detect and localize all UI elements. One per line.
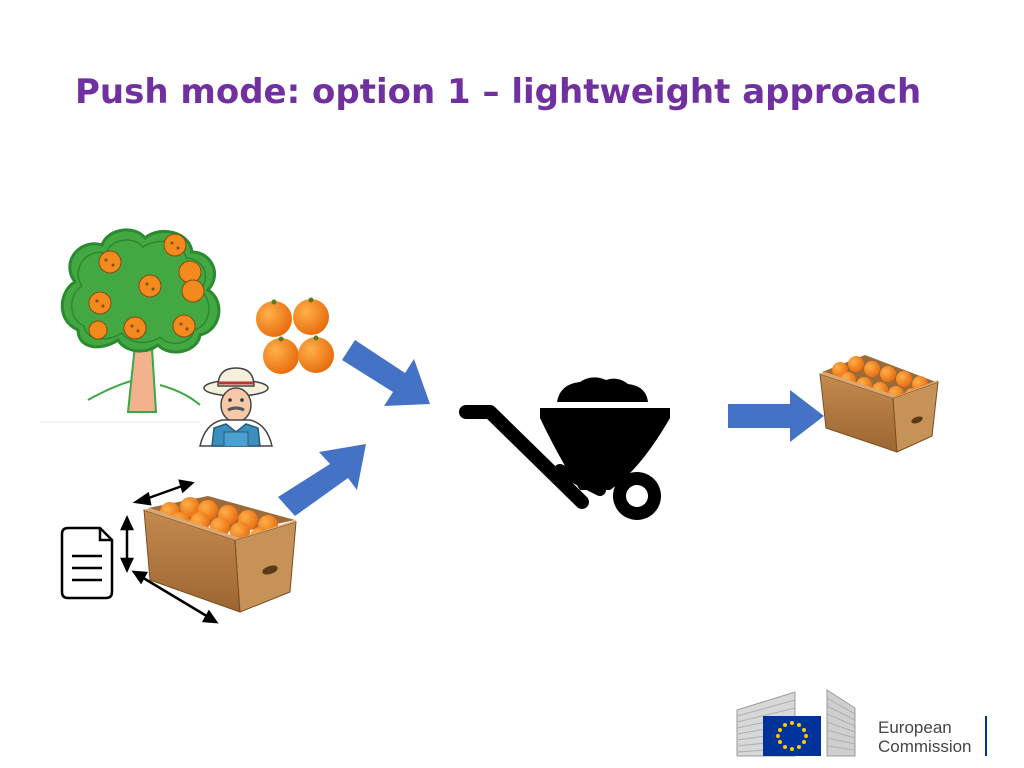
document-icon xyxy=(60,526,114,600)
orange-box-icon xyxy=(143,496,297,613)
arrow-tree-to-wheelbarrow xyxy=(342,340,430,406)
orange-tree-icon xyxy=(40,228,221,423)
arrow-box-to-wheelbarrow xyxy=(278,444,366,516)
ec-logo-line1: European xyxy=(878,718,952,737)
wheelbarrow-icon xyxy=(459,377,670,520)
european-commission-logo xyxy=(736,689,987,757)
farmer-icon xyxy=(199,367,273,447)
arrow-wheelbarrow-to-box xyxy=(728,390,824,442)
ec-logo-text: European Commission xyxy=(878,718,972,756)
ec-logo-line2: Commission xyxy=(878,737,972,756)
slide-title: Push mode: option 1 – lightweight approa… xyxy=(75,72,922,112)
output-orange-box-icon xyxy=(819,355,939,453)
eu-flag-icon xyxy=(763,716,821,756)
dimension-arrows xyxy=(120,479,219,624)
oranges-icon xyxy=(256,297,334,374)
